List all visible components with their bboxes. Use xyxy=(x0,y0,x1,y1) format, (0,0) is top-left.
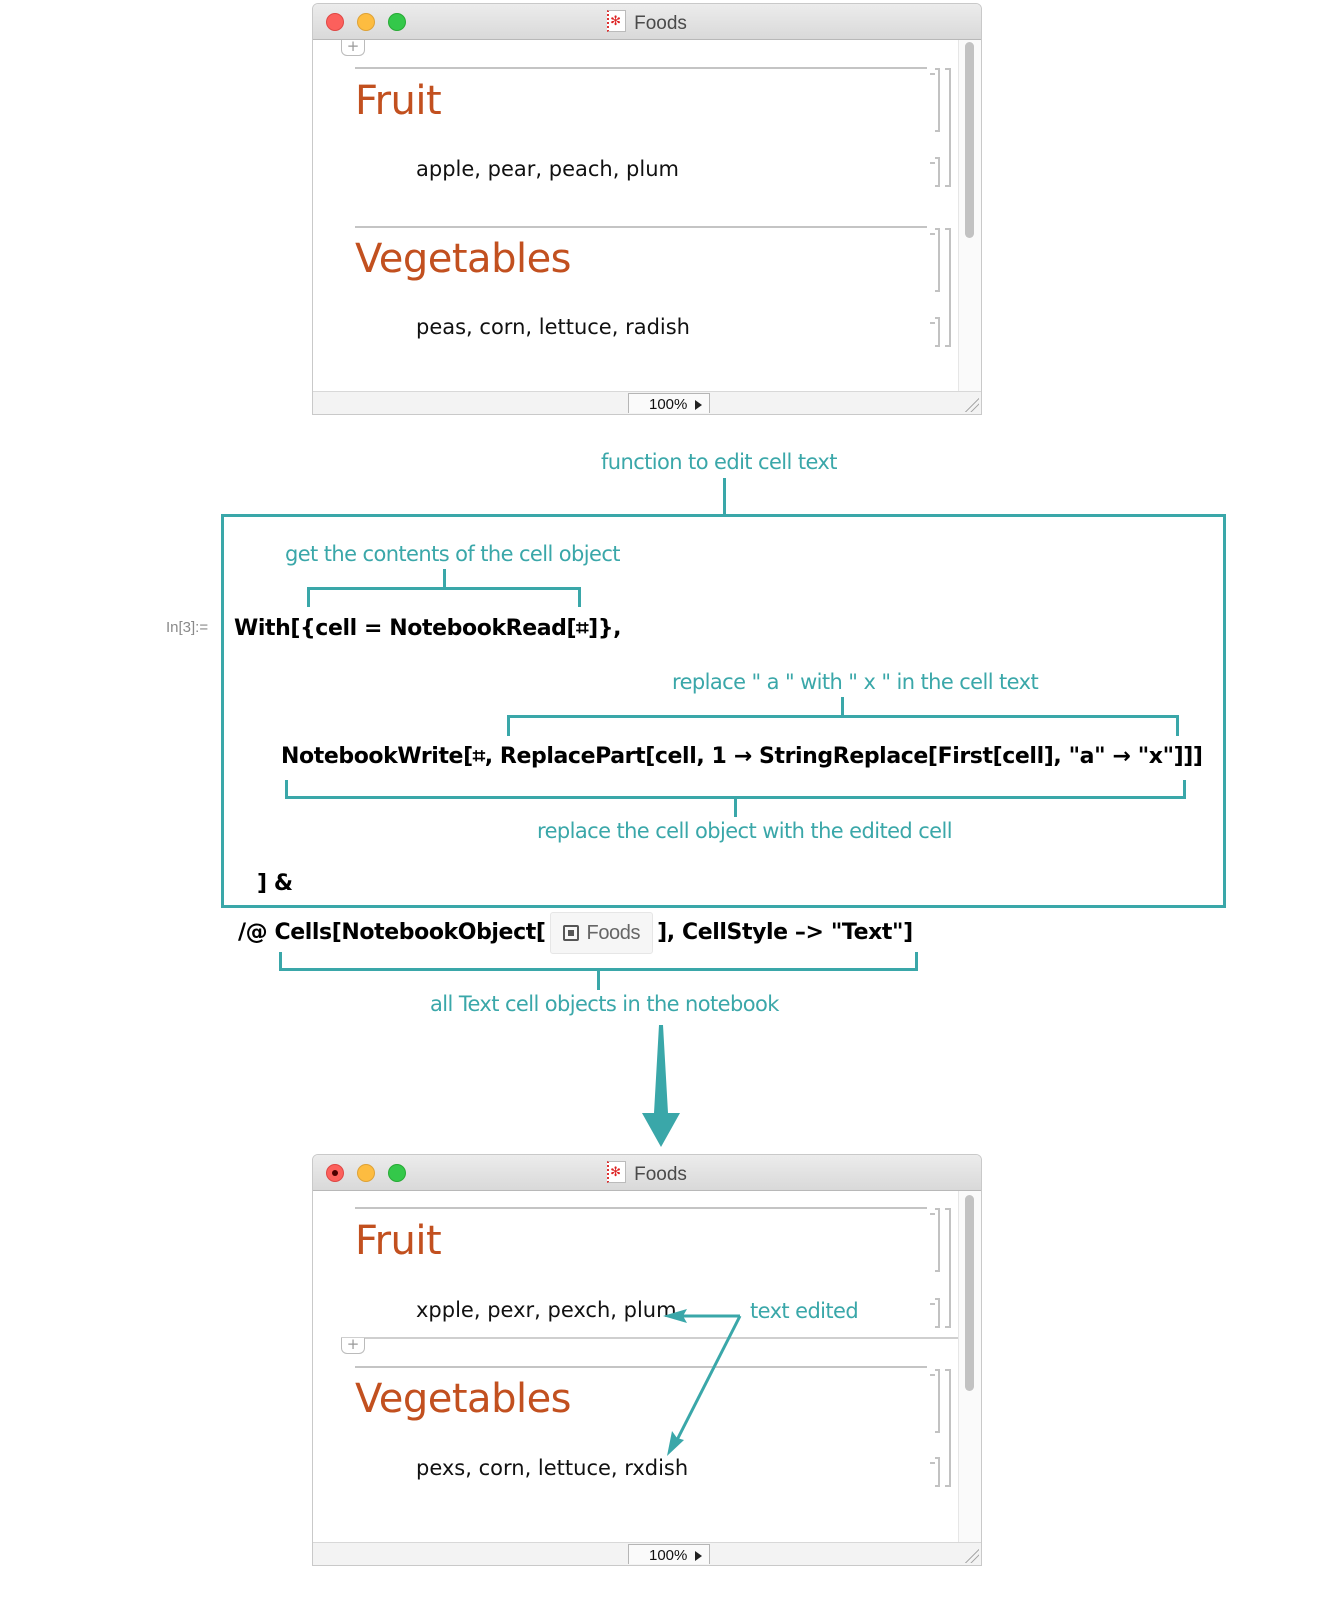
zoom-level-text: 100% xyxy=(649,1547,688,1564)
window-title-text: Foods xyxy=(634,1164,687,1185)
section-divider xyxy=(355,1366,927,1368)
group-bracket[interactable] xyxy=(945,68,951,187)
annotation-read: get the contents of the cell object xyxy=(285,542,621,566)
input-label: In[3]:= xyxy=(166,619,209,636)
arrow-head-left-icon xyxy=(663,1309,687,1323)
status-bar: 100% xyxy=(313,391,981,414)
code-map-prefix: /@ Cells[NotebookObject[ xyxy=(238,920,546,945)
annotation-edited: text edited xyxy=(750,1299,859,1323)
window-title-text: Foods xyxy=(634,13,687,34)
annotation-connector xyxy=(723,478,726,515)
annotation-function: function to edit cell text xyxy=(601,450,837,474)
annotation-bracket-end xyxy=(279,952,282,971)
notebook-object-icon xyxy=(562,925,579,941)
zoom-window-button[interactable] xyxy=(388,1164,406,1182)
resize-grip-icon[interactable] xyxy=(963,396,979,412)
vertical-scrollbar[interactable] xyxy=(958,1191,981,1543)
unsaved-dot-icon xyxy=(332,1170,338,1176)
section-divider xyxy=(355,226,927,228)
cell-bracket[interactable] xyxy=(930,1369,940,1433)
annotation-cells: all Text cell objects in the notebook xyxy=(430,992,779,1016)
minimize-button[interactable] xyxy=(357,13,375,31)
notebook-document-icon xyxy=(607,1161,627,1183)
cell-insertion-plus-icon[interactable]: + xyxy=(341,1337,365,1354)
section-divider xyxy=(355,67,927,69)
annotation-bracket-end xyxy=(915,952,918,971)
cell-insertion-plus-icon[interactable]: + xyxy=(341,39,365,56)
annotation-write: replace the cell object with the edited … xyxy=(537,819,953,843)
scrollbar-thumb[interactable] xyxy=(965,42,974,238)
zoom-level-text: 100% xyxy=(649,396,688,413)
cell-bracket[interactable] xyxy=(930,157,940,187)
cell-bracket[interactable] xyxy=(930,228,940,292)
window-titlebar[interactable]: Foods xyxy=(313,1155,981,1191)
code-line-map[interactable]: /@ Cells[NotebookObject[ Foods ], CellStyl… xyxy=(238,912,913,954)
annotation-bracket-end xyxy=(285,780,288,799)
cell-insertion-line[interactable] xyxy=(341,1337,961,1339)
annotation-bracket-end xyxy=(307,587,310,607)
text-cell-vegetables[interactable]: pexs, corn, lettuce, rxdish xyxy=(416,1456,689,1480)
text-cell-fruit[interactable]: apple, pear, peach, plum xyxy=(416,157,679,181)
notebook-content: + Fruit apple, pear, peach, plum Vegetab… xyxy=(313,39,959,392)
zoom-level-menu[interactable]: 100% xyxy=(628,1544,710,1564)
code-line-with[interactable]: With[{cell = NotebookRead[⌗]}, xyxy=(234,616,622,641)
text-cell-fruit[interactable]: xpple, pexr, pexch, plum xyxy=(416,1298,677,1322)
annotation-bracket-end xyxy=(507,715,510,736)
annotation-connector xyxy=(597,968,600,990)
annotation-bracket xyxy=(507,715,1179,718)
status-bar: 100% xyxy=(313,1542,981,1565)
triangle-right-icon xyxy=(695,400,702,410)
annotation-bracket xyxy=(307,587,581,590)
function-highlight-box xyxy=(221,514,1226,908)
zoom-window-button[interactable] xyxy=(388,13,406,31)
section-title-vegetables[interactable]: Vegetables xyxy=(355,236,572,282)
annotation-bracket-end xyxy=(1183,780,1186,799)
window-title: Foods xyxy=(313,1161,981,1186)
window-titlebar[interactable]: Foods xyxy=(313,4,981,40)
section-divider xyxy=(355,1207,927,1209)
arrow-head-down-icon xyxy=(667,1431,684,1456)
section-title-fruit[interactable]: Fruit xyxy=(355,78,442,124)
notebook-content: Fruit xpple, pexr, pexch, plum + Vegetab… xyxy=(313,1191,961,1543)
group-bracket[interactable] xyxy=(945,228,951,347)
notebook-object-label: Foods xyxy=(586,922,641,944)
code-map-suffix: ], CellStyle –> "Text"] xyxy=(657,920,913,945)
cell-bracket[interactable] xyxy=(930,1208,940,1272)
triangle-right-icon xyxy=(695,1551,702,1561)
annotation-bracket-end xyxy=(1176,715,1179,736)
annotation-connector xyxy=(841,697,844,717)
down-arrow-icon xyxy=(642,1025,680,1147)
minimize-button[interactable] xyxy=(357,1164,375,1182)
annotation-connector xyxy=(734,796,737,817)
cell-bracket[interactable] xyxy=(930,317,940,347)
notebook-object-box[interactable]: Foods xyxy=(549,912,654,954)
annotation-replace-text: replace " a " with " x " in the cell tex… xyxy=(672,670,1039,694)
vertical-scrollbar[interactable] xyxy=(958,40,981,392)
scrollbar-thumb[interactable] xyxy=(965,1195,974,1391)
edited-arrows xyxy=(663,1309,742,1456)
notebook-window-after: Foods Fruit xpple, pexr, pexch, plum + V… xyxy=(312,1154,982,1566)
annotation-connector xyxy=(443,569,446,589)
zoom-level-menu[interactable]: 100% xyxy=(628,393,710,413)
window-title: Foods xyxy=(313,10,981,35)
notebook-window-before: Foods + Fruit apple, pear, peach, plum V… xyxy=(312,3,982,415)
section-title-vegetables[interactable]: Vegetables xyxy=(355,1376,572,1422)
section-title-fruit[interactable]: Fruit xyxy=(355,1218,442,1264)
annotation-bracket-end xyxy=(578,587,581,607)
group-bracket[interactable] xyxy=(945,1369,951,1487)
cell-bracket[interactable] xyxy=(930,1298,940,1328)
cell-bracket[interactable] xyxy=(930,68,940,132)
cell-bracket[interactable] xyxy=(930,1457,940,1487)
arrow-line xyxy=(675,1315,742,1441)
code-line-close[interactable]: ] & xyxy=(257,871,293,896)
code-line-notebookwrite[interactable]: NotebookWrite[⌗, ReplacePart[cell, 1 → S… xyxy=(281,744,1203,769)
close-button[interactable] xyxy=(326,13,344,31)
notebook-document-icon xyxy=(607,10,627,32)
close-button[interactable] xyxy=(326,1164,344,1182)
group-bracket[interactable] xyxy=(945,1208,951,1328)
text-cell-vegetables[interactable]: peas, corn, lettuce, radish xyxy=(416,315,690,339)
resize-grip-icon[interactable] xyxy=(963,1547,979,1563)
